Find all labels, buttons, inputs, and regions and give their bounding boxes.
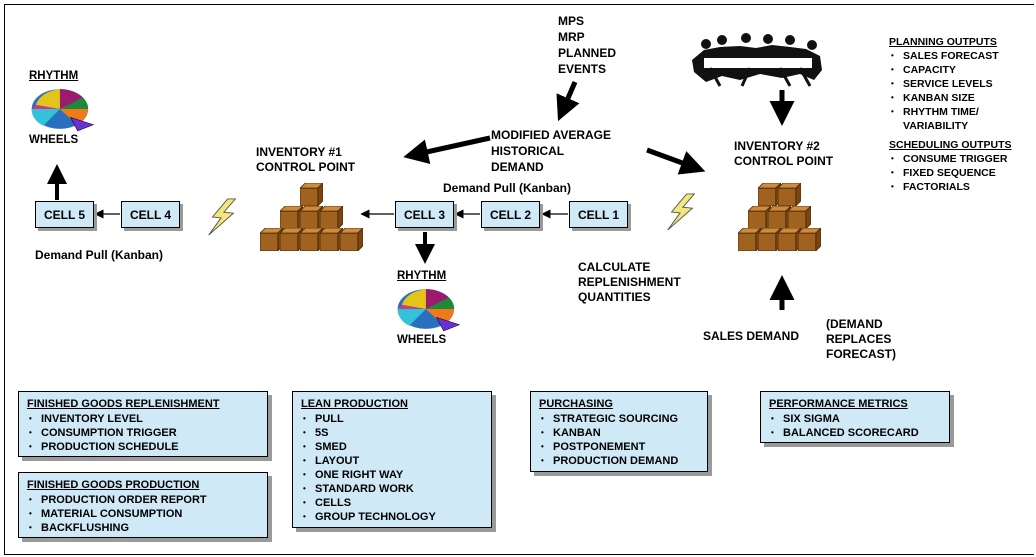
list-item: SMED xyxy=(301,440,483,454)
box-title: LEAN PRODUCTION xyxy=(301,398,408,410)
list-item: CONSUME TRIGGER xyxy=(889,152,1012,166)
box-title: FINISHED GOODS PRODUCTION xyxy=(27,479,200,491)
scheduling-outputs-title: SCHEDULING OUTPUTS xyxy=(889,139,1012,151)
list-item: CAPACITY xyxy=(889,63,1012,77)
list-item: INVENTORY LEVEL xyxy=(27,412,259,426)
list-item: PULL xyxy=(301,412,483,426)
list-item: FACTORIALS xyxy=(889,180,1012,194)
list-item: CELLS xyxy=(301,496,483,510)
box-title: FINISHED GOODS REPLENISHMENT xyxy=(27,398,220,410)
list-item: PRODUCTION SCHEDULE xyxy=(27,440,259,454)
cell-2: CELL 2 xyxy=(481,201,540,228)
arrow-mps-to-demand xyxy=(556,81,580,122)
cell-3: CELL 3 xyxy=(395,201,454,228)
lean-production-box: LEAN PRODUCTION PULL 5S SMED LAYOUT ONE … xyxy=(292,391,492,528)
demand-pull-center-label: Demand Pull (Kanban) xyxy=(443,181,572,195)
list-item: SALES FORECAST xyxy=(889,49,1012,63)
fg-production-box: FINISHED GOODS PRODUCTION PRODUCTION ORD… xyxy=(18,472,268,538)
list-item: KANBAN xyxy=(539,426,699,440)
planning-outputs: PLANNING OUTPUTS SALES FORECAST CAPACITY… xyxy=(889,35,1012,194)
rhythm-wheel-pie-icon xyxy=(31,88,94,132)
lightning-bolt-icon xyxy=(667,193,695,231)
list-item: 5S xyxy=(301,426,483,440)
planning-outputs-continuation: VARIABILITY xyxy=(903,120,969,132)
list-item: BALANCED SCORECARD xyxy=(769,426,941,440)
list-item: RHYTHM TIME/ xyxy=(889,105,1012,119)
list-item: ONE RIGHT WAY xyxy=(301,468,483,482)
list-item: PRODUCTION ORDER REPORT xyxy=(27,493,259,507)
cell-5: CELL 5 xyxy=(35,201,94,228)
fg-replenishment-box: FINISHED GOODS REPLENISHMENT INVENTORY L… xyxy=(18,391,268,457)
diagram-frame xyxy=(4,4,1034,555)
inventory-1-crates xyxy=(260,183,363,251)
list-item: GROUP TECHNOLOGY xyxy=(301,510,483,524)
list-item: CONSUMPTION TRIGGER xyxy=(27,426,259,440)
purchasing-box: PURCHASING STRATEGIC SOURCING KANBAN POS… xyxy=(530,391,708,472)
box-title: PURCHASING xyxy=(539,398,613,410)
list-item: KANBAN SIZE xyxy=(889,91,1012,105)
arrow-demand-to-inv1 xyxy=(403,135,491,164)
wheels-label-center: WHEELS xyxy=(397,334,447,346)
planning-outputs-title: PLANNING OUTPUTS xyxy=(889,36,997,48)
performance-metrics-box: PERFORMANCE METRICS SIX SIGMA BALANCED S… xyxy=(760,391,950,443)
list-item: MATERIAL CONSUMPTION xyxy=(27,507,259,521)
inventory-2-crates xyxy=(738,183,821,251)
rhythm-label-center: RHYTHM xyxy=(397,270,447,282)
meeting-image xyxy=(690,33,823,88)
list-item: FIXED SEQUENCE xyxy=(889,166,1012,180)
rhythm-wheel-pie-icon xyxy=(397,288,460,332)
list-item: STRATEGIC SOURCING xyxy=(539,412,699,426)
box-title: PERFORMANCE METRICS xyxy=(769,398,908,410)
list-item: BACKFLUSHING xyxy=(27,521,259,535)
cell-1: CELL 1 xyxy=(569,201,628,228)
list-item: PRODUCTION DEMAND xyxy=(539,454,699,468)
rhythm-label-left: RHYTHM xyxy=(29,70,79,82)
demand-pull-left-label: Demand Pull (Kanban) xyxy=(35,248,164,262)
list-item: SIX SIGMA xyxy=(769,412,941,426)
lightning-bolt-icon xyxy=(208,198,236,236)
cell-4: CELL 4 xyxy=(121,201,180,228)
arrow-demand-to-inv2 xyxy=(646,147,706,175)
list-item: SERVICE LEVELS xyxy=(889,77,1012,91)
list-item: POSTPONEMENT xyxy=(539,440,699,454)
sales-demand-label: SALES DEMAND xyxy=(703,329,800,343)
list-item: LAYOUT xyxy=(301,454,483,468)
wheels-label-left: WHEELS xyxy=(29,134,79,146)
list-item: STANDARD WORK xyxy=(301,482,483,496)
